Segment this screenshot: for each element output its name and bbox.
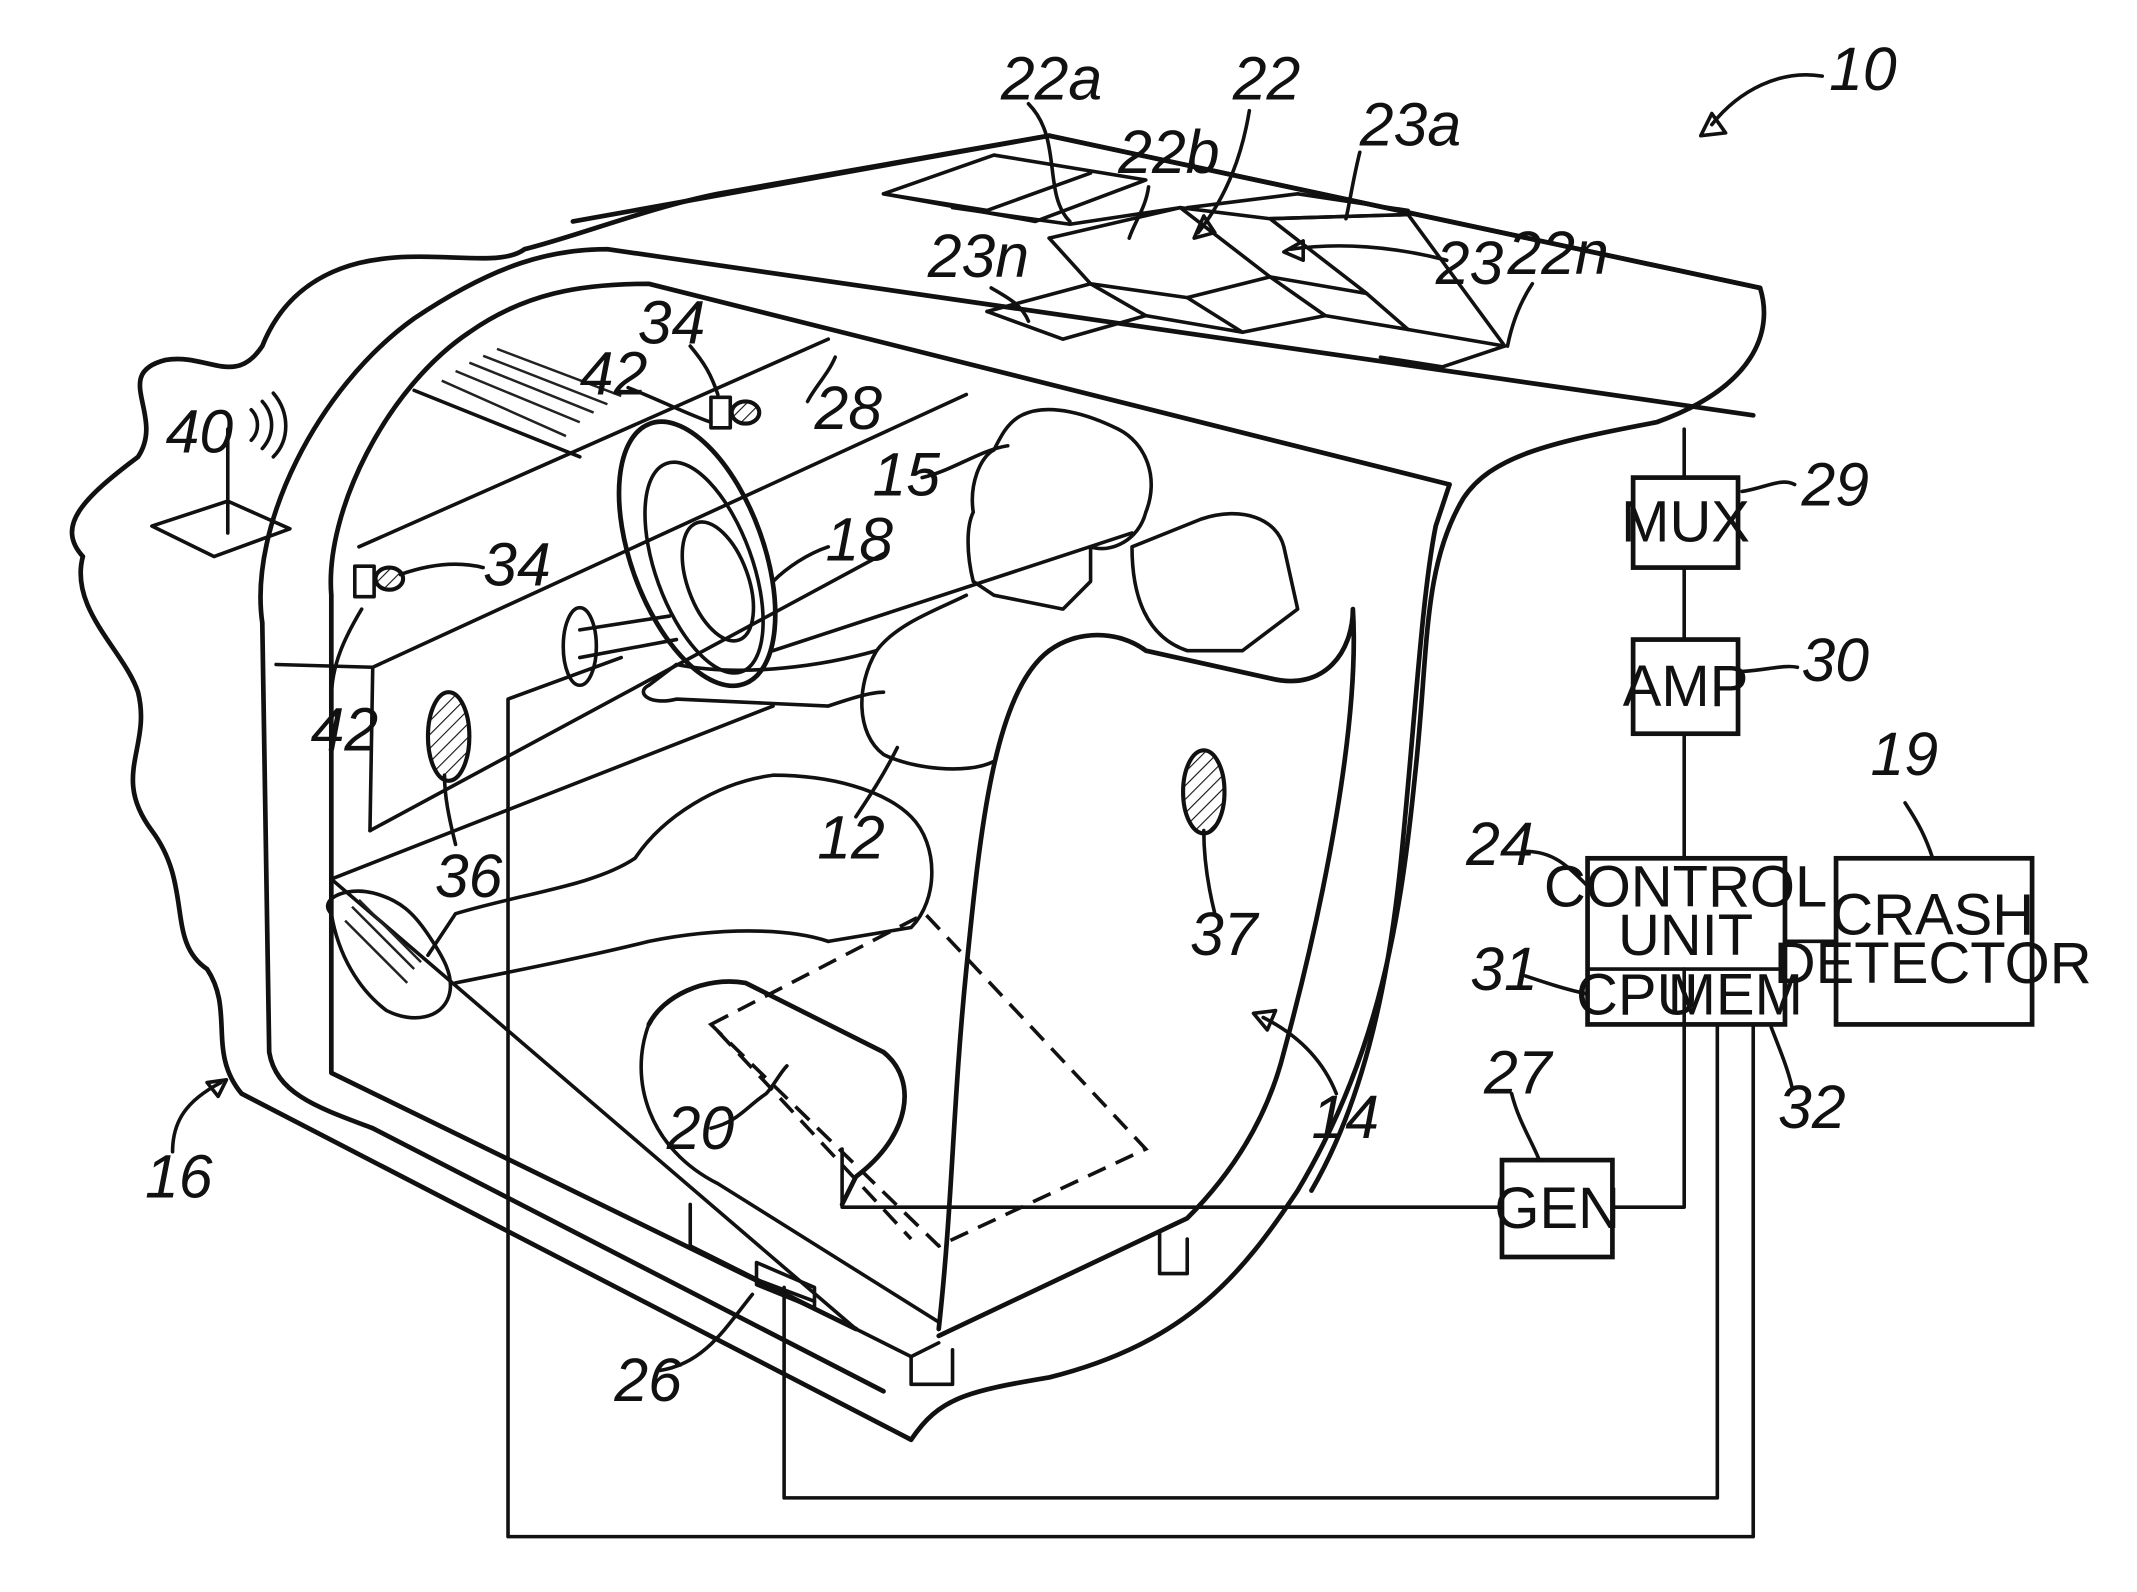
- ref-23n: 23n: [927, 222, 1029, 290]
- ref-16: 16: [145, 1142, 213, 1210]
- ref-15: 15: [872, 441, 940, 509]
- ref-23a: 23a: [1359, 90, 1461, 158]
- ref-22n: 22n: [1506, 219, 1608, 287]
- crash-detector-label-2: DETECTOR: [1774, 931, 2092, 996]
- ref-24: 24: [1465, 810, 1534, 878]
- ref-10: 10: [1829, 35, 1897, 103]
- ref-37: 37: [1190, 900, 1260, 968]
- ref-30: 30: [1802, 626, 1870, 694]
- ref-19: 19: [1871, 720, 1939, 788]
- ref-36: 36: [435, 842, 503, 910]
- ref-34-left: 34: [483, 531, 551, 599]
- steering-wheel: [563, 401, 806, 707]
- ref-12: 12: [817, 803, 885, 871]
- ref-18: 18: [826, 506, 894, 574]
- ref-42-left: 42: [311, 695, 379, 763]
- ref-23: 23: [1435, 229, 1504, 297]
- ref-29: 29: [1801, 450, 1870, 518]
- gen-label: GEN: [1494, 1176, 1620, 1241]
- amp-label: AMP: [1623, 654, 1749, 719]
- ref-20: 20: [666, 1094, 735, 1162]
- ref-22b: 22b: [1117, 118, 1219, 186]
- ref-14: 14: [1311, 1083, 1379, 1151]
- block-amp: AMP: [1623, 640, 1749, 734]
- ref-40: 40: [166, 398, 234, 466]
- block-mux: MUX: [1621, 478, 1750, 568]
- ref-22a: 22a: [1000, 45, 1102, 113]
- mux-label: MUX: [1621, 489, 1750, 554]
- ref-27: 27: [1483, 1039, 1554, 1107]
- ref-32: 32: [1778, 1073, 1846, 1141]
- ref-28: 28: [813, 374, 882, 442]
- control-unit-label-2: UNIT: [1618, 903, 1753, 968]
- block-gen: GEN: [1494, 1160, 1620, 1257]
- ref-31: 31: [1470, 935, 1538, 1003]
- ref-34-top: 34: [638, 288, 706, 356]
- ref-42-top: 42: [580, 339, 648, 407]
- camera-units: [355, 397, 759, 596]
- ref-22: 22: [1232, 45, 1301, 113]
- ref-26: 26: [613, 1346, 682, 1414]
